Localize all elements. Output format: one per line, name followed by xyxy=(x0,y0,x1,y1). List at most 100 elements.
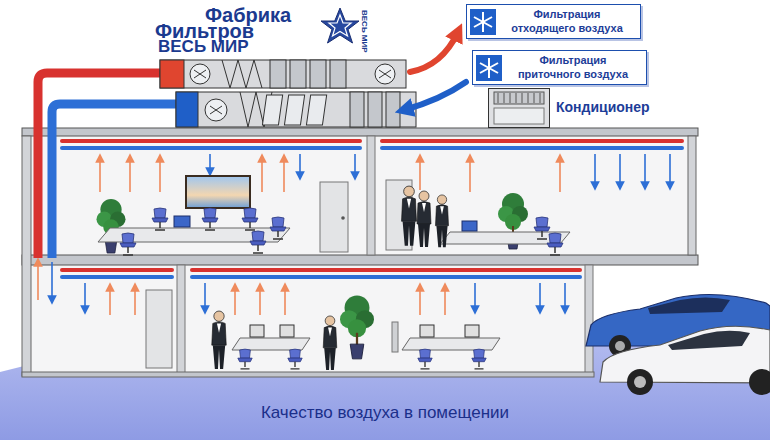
lower-rooms-part xyxy=(238,349,252,369)
air-handling-unit-part xyxy=(194,70,206,78)
air-flow-arrows-part xyxy=(204,283,206,310)
air-flow-arrows-part xyxy=(37,262,39,300)
ac-housing xyxy=(489,89,550,128)
building-frame-part xyxy=(177,265,185,373)
air-flow-arrows-part xyxy=(284,287,286,315)
upper-left-room-part xyxy=(270,217,286,239)
air-handling-unit-part xyxy=(330,60,346,88)
ac-grille-slat xyxy=(516,93,517,103)
ceiling-ducts-part xyxy=(62,268,172,272)
ac-grille-slat xyxy=(510,93,511,103)
air-flow-arrows-part xyxy=(299,154,301,176)
ac-grille-slat xyxy=(528,93,529,103)
building-frame-part xyxy=(30,136,690,256)
building-frame-part xyxy=(22,372,594,377)
lower-rooms-part xyxy=(420,325,434,337)
air-flow-arrows-part xyxy=(444,287,446,315)
air-handling-unit-part xyxy=(306,95,326,125)
upper-left-room-part xyxy=(341,216,345,220)
building-frame-part xyxy=(22,255,698,265)
air-flow-arrows-part xyxy=(129,158,131,192)
ceiling-ducts xyxy=(62,141,682,277)
upper-right-room-part xyxy=(417,191,431,247)
cars-part xyxy=(648,298,730,315)
cars-part xyxy=(668,331,750,350)
air-handling-unit-part xyxy=(205,99,227,121)
air-handling-unit-part xyxy=(379,70,391,78)
air-flow-arrows-part xyxy=(474,283,476,310)
building-frame-part xyxy=(367,136,375,255)
cars-part xyxy=(600,326,770,383)
building-frame-part xyxy=(30,265,590,375)
upper-left-room-part xyxy=(152,208,168,230)
ac-grille-slat xyxy=(540,93,541,103)
air-flow-arrows-part xyxy=(419,158,421,190)
air-flow-arrows-part xyxy=(354,154,356,176)
lower-rooms-part xyxy=(340,295,374,358)
air-flow-arrows-part xyxy=(669,154,671,186)
ceiling-ducts-part xyxy=(192,275,580,279)
ac-unit-shape xyxy=(488,88,550,128)
air-flow-arrows-part xyxy=(283,158,285,192)
air-flow-arrows-part xyxy=(419,287,421,315)
ceiling-ducts-part xyxy=(382,139,682,143)
building-frame-part xyxy=(22,128,698,136)
upper-left-room-part xyxy=(202,208,218,230)
air-flow-arrows-part xyxy=(469,158,471,192)
air-flow-arrows-part xyxy=(52,154,670,310)
air-flow-arrows-part xyxy=(234,287,236,315)
ac-grille-slat xyxy=(522,93,523,103)
flow-arrows xyxy=(404,32,466,110)
building-frame-part xyxy=(22,136,31,376)
lower-rooms-part xyxy=(280,325,294,337)
filter-icon xyxy=(476,55,502,81)
cars-part xyxy=(749,369,770,395)
air-flow-arrows-part xyxy=(564,283,566,310)
air-handling-unit-part xyxy=(270,60,286,88)
ac-panel xyxy=(494,108,544,124)
node-text: Кондиционер xyxy=(556,100,650,115)
icon-ground xyxy=(476,55,502,81)
upper-right-room-part xyxy=(534,217,550,239)
lower-rooms-part xyxy=(472,349,486,369)
air-flow-arrows-part xyxy=(209,154,211,172)
ac-grille xyxy=(494,92,544,104)
lower-rooms-part xyxy=(146,290,172,368)
lower-rooms-part xyxy=(465,325,479,337)
cars-part xyxy=(615,341,625,351)
air-handling-unit-part xyxy=(284,95,304,125)
air-flow-arrows-part xyxy=(559,158,561,192)
air-handling-unit-part xyxy=(222,60,262,88)
caption: Качество воздуха в помещении xyxy=(0,403,770,423)
logo-star xyxy=(321,8,359,43)
logo-star-part xyxy=(329,15,351,36)
lower-rooms xyxy=(146,290,500,370)
air-flow-arrows-part xyxy=(539,283,541,310)
logo-word: ВЕСЬ МИР xyxy=(158,38,249,55)
air-handling-unit-part xyxy=(386,92,400,127)
ac-grille-slat xyxy=(504,93,505,103)
logo-star-part xyxy=(321,8,359,43)
air-handling-unit-part xyxy=(290,60,306,88)
lower-rooms-part xyxy=(250,325,264,337)
lower-rooms-part xyxy=(418,349,432,369)
air-flow-arrows-part xyxy=(261,158,263,192)
lower-rooms-part xyxy=(232,338,310,350)
lower-rooms-part xyxy=(323,316,337,370)
cars-part xyxy=(627,369,653,395)
lower-rooms-part xyxy=(212,311,226,369)
air-handling-unit-part xyxy=(160,60,406,88)
ceiling-ducts-part xyxy=(62,275,172,279)
air-flow-arrows-part xyxy=(594,154,596,186)
ceiling-ducts-part xyxy=(382,146,682,150)
cars-part xyxy=(634,376,646,388)
upper-right-room-part xyxy=(547,233,563,255)
air-handling-unit xyxy=(160,60,416,127)
snowflake-stroke xyxy=(474,17,492,27)
ac-grille-slat xyxy=(498,93,499,103)
air-handling-unit-part xyxy=(176,92,198,127)
